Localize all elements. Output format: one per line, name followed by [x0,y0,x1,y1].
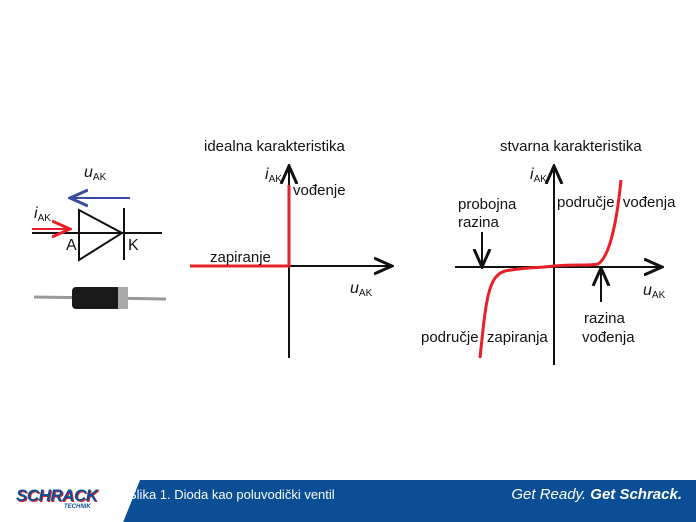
block-region-label: područje zapiranja [421,329,548,346]
ideal-curve [190,185,291,268]
ideal-chart [190,168,390,358]
schrack-logo-sub: TECHNIK [64,504,91,510]
current-label: iAK [34,205,51,224]
ideal-y-axis-label: iAK [265,166,282,185]
real-y-axis-label: iAK [530,166,547,185]
ideal-conduct-label: vođenje [293,182,346,199]
diode-photo [33,287,167,309]
conduct-region-label: područje vođenja [557,194,676,211]
breakdown-label-2: razina [458,214,499,231]
threshold-label-2: vođenja [582,329,635,346]
breakdown-label-1: probojna [458,196,517,213]
ideal-x-axis-label: uAK [350,280,373,299]
real-x-axis-label: uAK [643,282,666,301]
ideal-title: idealna karakteristika [204,138,345,155]
threshold-label-1: razina [584,310,625,327]
logo-area [0,480,140,522]
ideal-block-label: zapiranje [210,249,271,266]
cathode-label: K [128,237,139,254]
schrack-logo: SCHRACK [16,486,98,505]
anode-label: A [66,237,77,254]
real-curve [478,179,623,359]
real-title: stvarna karakteristika [500,138,642,155]
diode-symbol [32,198,162,262]
figure-caption: Slika 1. Dioda kao poluvodički ventil [128,487,335,502]
real-chart [455,168,660,365]
voltage-label: uAK [84,164,107,183]
slogan: Get Ready. Get Schrack. [511,486,682,503]
